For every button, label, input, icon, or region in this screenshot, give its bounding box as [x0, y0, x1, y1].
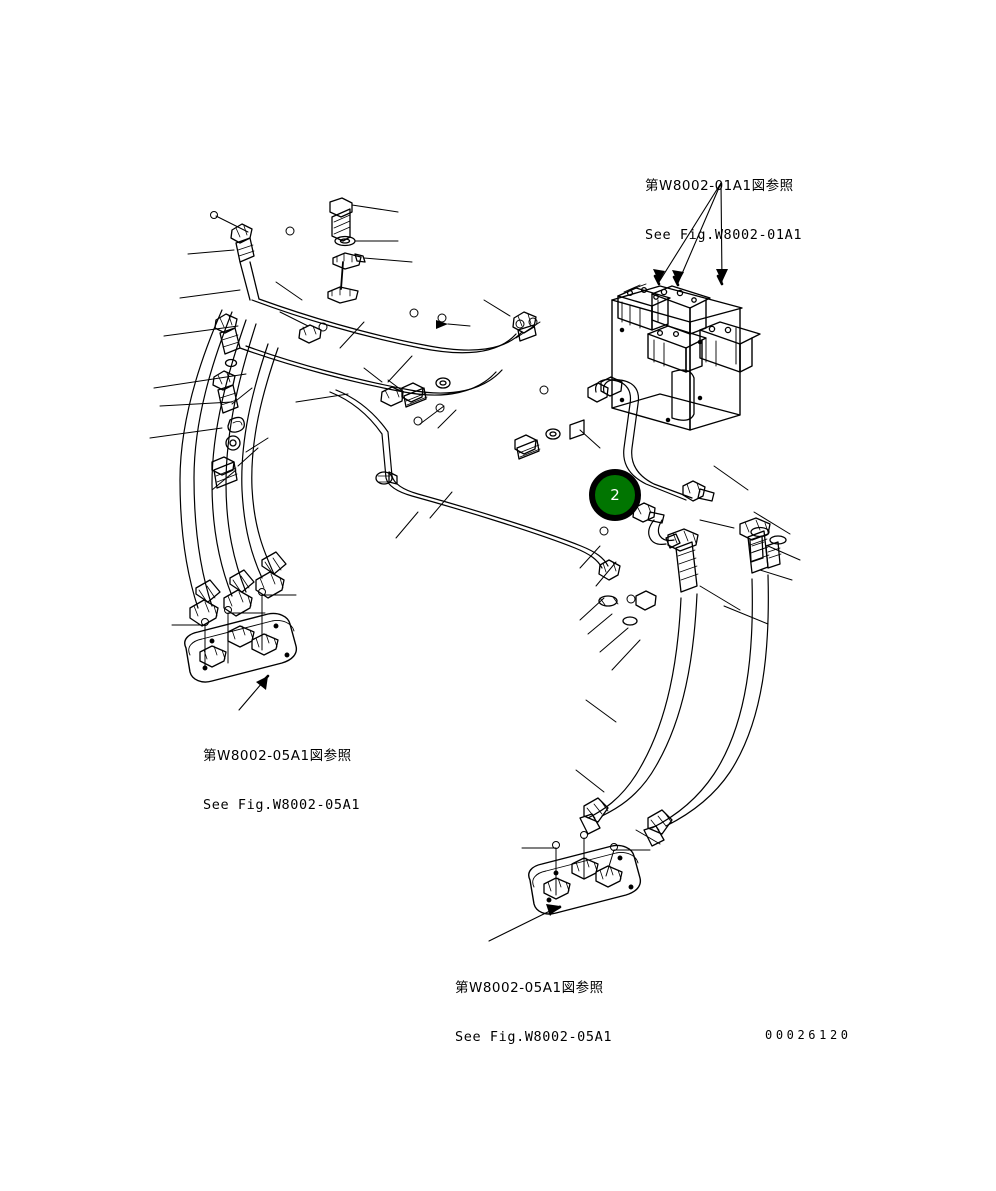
reference-arrow-bottom — [488, 904, 562, 942]
hardware-center — [401, 377, 585, 460]
pointer-arrowheads — [436, 320, 471, 329]
leader-lines — [149, 204, 801, 896]
tubes-right-from-valve — [587, 376, 715, 502]
tubes-upper — [239, 298, 537, 407]
callout-badge-2[interactable]: 2 — [589, 469, 641, 521]
hoses-right — [579, 517, 787, 847]
reference-arrows-top — [653, 182, 728, 287]
reference-label-top-en: See Fig.W8002-01A1 — [645, 227, 803, 244]
reference-label-bottom-jp: 第W8002-05A1図参照 — [455, 979, 604, 996]
main-tube-long — [329, 389, 621, 581]
reference-label-top: 第W8002-01A1図参照 See Fig.W8002-01A1 — [645, 145, 802, 277]
hoses-left — [179, 309, 287, 627]
reference-label-bottom-en: See Fig.W8002-05A1 — [455, 1029, 613, 1046]
reference-label-bottom: 第W8002-05A1図参照 See Fig.W8002-05A1 — [455, 947, 612, 1079]
hardware-upper-left — [327, 197, 366, 304]
left-mounting-plate — [184, 612, 298, 683]
reference-label-left: 第W8002-05A1図参照 See Fig.W8002-05A1 — [203, 715, 360, 847]
reference-arrow-left — [238, 674, 270, 711]
bottom-mounting-plate — [528, 844, 642, 915]
leader-dots — [285, 226, 636, 604]
reference-label-left-jp: 第W8002-05A1図参照 — [203, 747, 352, 764]
reference-label-left-en: See Fig.W8002-05A1 — [203, 797, 361, 814]
reference-label-top-jp: 第W8002-01A1図参照 — [645, 177, 794, 194]
drawing-number: 00026120 — [765, 1028, 852, 1042]
callout-badge-2-number: 2 — [610, 486, 620, 504]
fittings-center-right — [598, 502, 681, 626]
valve-block-assembly — [611, 283, 761, 431]
